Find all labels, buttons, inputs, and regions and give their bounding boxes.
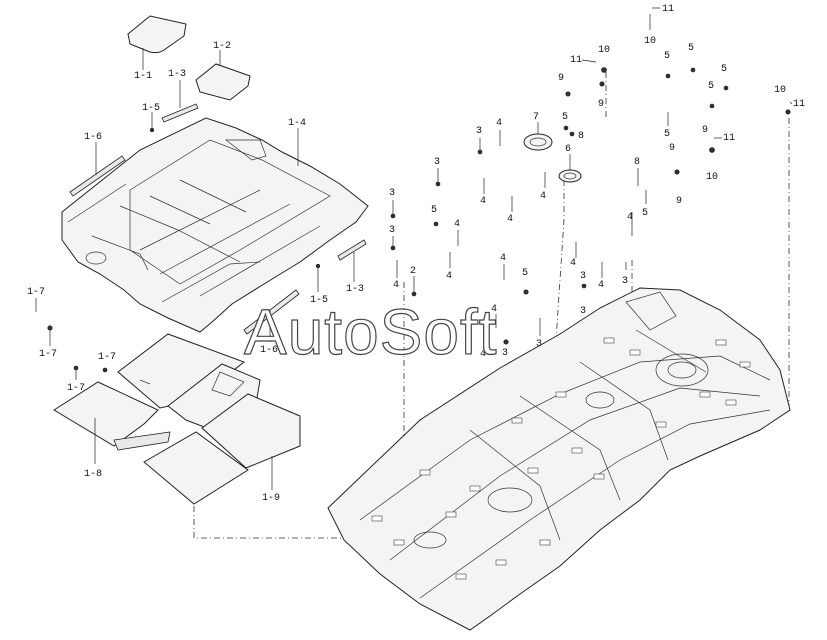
fastener-callouts: 2 3 3 3 3 3 3 3 3 3 4 4 4 4 4 4 4 bbox=[389, 4, 805, 360]
label-5-c: 5 bbox=[522, 268, 528, 279]
label-5-i: 5 bbox=[664, 129, 670, 140]
label-1-3-upper: 1-3 bbox=[168, 69, 186, 80]
label-11-a: 11 bbox=[662, 4, 674, 15]
label-8: 8 bbox=[578, 131, 584, 142]
label-9-e: 9 bbox=[702, 125, 708, 136]
label-5-f: 5 bbox=[688, 43, 694, 54]
part-7-grommet bbox=[523, 133, 553, 151]
label-1-5-lower: 1-5 bbox=[310, 295, 328, 306]
label-5-h: 5 bbox=[721, 64, 727, 75]
label-1-8: 1-8 bbox=[84, 469, 102, 480]
label-3-b: 3 bbox=[434, 157, 440, 168]
label-10-a: 10 bbox=[644, 36, 656, 47]
label-11-c: 11 bbox=[723, 133, 735, 144]
label-4-d: 4 bbox=[540, 191, 546, 202]
label-10-d: 10 bbox=[774, 85, 786, 96]
label-3-d: 3 bbox=[389, 225, 395, 236]
label-1-7-b: 1-7 bbox=[39, 349, 57, 360]
label-5-b: 5 bbox=[431, 205, 437, 216]
label-3-g: 3 bbox=[622, 276, 628, 287]
label-5-g: 5 bbox=[708, 81, 714, 92]
label-3-a: 3 bbox=[476, 126, 482, 137]
label-1-4: 1-4 bbox=[288, 118, 306, 129]
label-10-c: 10 bbox=[706, 172, 718, 183]
part-1-1-pad bbox=[127, 15, 187, 54]
part-1-6-strip-lower bbox=[243, 289, 300, 335]
label-3-i: 3 bbox=[502, 348, 508, 359]
label-1-6-lower: 1-6 bbox=[260, 345, 278, 356]
label-4-f: 4 bbox=[446, 271, 452, 282]
label-3-h: 3 bbox=[536, 339, 542, 350]
label-1-7-d: 1-7 bbox=[67, 383, 85, 394]
label-4-e: 4 bbox=[454, 219, 460, 230]
label-1-6-upper: 1-6 bbox=[84, 132, 102, 143]
label-4-j: 4 bbox=[598, 280, 604, 291]
label-9-c: 9 bbox=[669, 143, 675, 154]
label-1-3-lower: 1-3 bbox=[346, 284, 364, 295]
label-2: 2 bbox=[410, 266, 416, 277]
label-7: 7 bbox=[533, 112, 539, 123]
watermark: AutoSoft bbox=[244, 296, 498, 368]
label-4-k: 4 bbox=[627, 212, 633, 223]
label-1-7-a: 1-7 bbox=[27, 287, 45, 298]
part-1-2-pad bbox=[195, 63, 251, 101]
part-floor-mats bbox=[53, 333, 301, 505]
label-1-2: 1-2 bbox=[213, 41, 231, 52]
label-6: 6 bbox=[565, 144, 571, 155]
label-9-a: 9 bbox=[558, 73, 564, 84]
label-4-b: 4 bbox=[480, 196, 486, 207]
label-4-i: 4 bbox=[570, 258, 576, 269]
label-4-l: 4 bbox=[491, 304, 497, 315]
label-5-e: 5 bbox=[664, 51, 670, 62]
label-1-1: 1-1 bbox=[134, 71, 152, 82]
label-4-h: 4 bbox=[500, 253, 506, 264]
label-9-d: 9 bbox=[676, 196, 682, 207]
part-1-6-strip-upper bbox=[69, 155, 126, 197]
label-1-9: 1-9 bbox=[262, 493, 280, 504]
label-3-f: 3 bbox=[580, 306, 586, 317]
label-8-b: 8 bbox=[634, 157, 640, 168]
label-5-a: 5 bbox=[562, 112, 568, 123]
label-1-7-c: 1-7 bbox=[98, 352, 116, 363]
label-10-b: 10 bbox=[598, 45, 610, 56]
label-4-a: 4 bbox=[496, 118, 502, 129]
part-1-4-floor-carpet bbox=[61, 117, 369, 333]
label-5-d: 5 bbox=[642, 208, 648, 219]
label-3-e: 3 bbox=[580, 271, 586, 282]
label-4-c: 4 bbox=[507, 214, 513, 225]
part-6-grommet bbox=[558, 169, 582, 183]
label-4-g: 4 bbox=[393, 280, 399, 291]
part-floor-pan-body bbox=[327, 287, 791, 631]
label-1-5-upper: 1-5 bbox=[142, 103, 160, 114]
part-1-3-strip-lower bbox=[337, 239, 367, 261]
label-11-d: 11 bbox=[793, 99, 805, 110]
label-4-m: 4 bbox=[480, 349, 486, 360]
label-11-b: 11 bbox=[570, 55, 582, 66]
label-9-b: 9 bbox=[598, 99, 604, 110]
label-3-c: 3 bbox=[389, 188, 395, 199]
part-1-3-strip-upper bbox=[161, 103, 199, 123]
